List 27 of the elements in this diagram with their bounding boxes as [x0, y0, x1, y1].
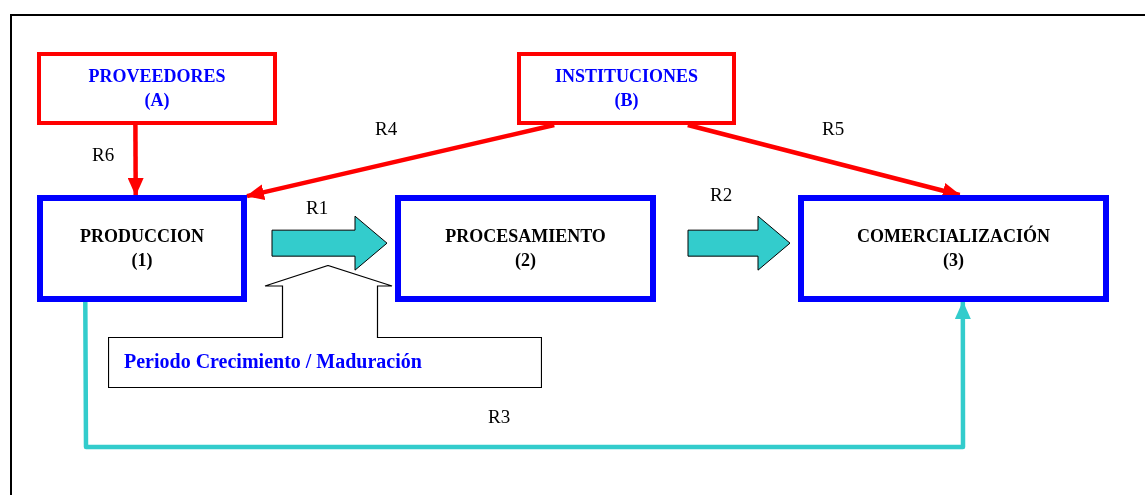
- edge-label: R3: [488, 406, 511, 428]
- edge-label: R6: [92, 144, 115, 166]
- node-label: PROVEEDORES: [88, 65, 226, 89]
- edge-label: R1: [306, 197, 329, 219]
- node-label: PROCESAMIENTO: [445, 225, 606, 249]
- process-box: [798, 195, 1109, 302]
- node-label: (A): [144, 88, 170, 112]
- institution-box: [517, 52, 736, 125]
- node-label: (B): [614, 88, 639, 112]
- supplier-box: [37, 52, 277, 125]
- arrow: [246, 122, 555, 201]
- node-label: (2): [515, 248, 536, 272]
- process-box: [37, 195, 247, 302]
- node-label: (3): [943, 248, 964, 272]
- edge-label: R5: [822, 118, 845, 140]
- arrow: [83, 301, 971, 450]
- node-label: (1): [131, 248, 153, 272]
- edge-label: R2: [710, 184, 733, 206]
- edge-label: R4: [375, 118, 398, 140]
- process-box: [395, 195, 656, 302]
- block-arrow: [687, 215, 791, 271]
- node-label: PRODUCCION: [80, 225, 204, 249]
- arrow: [127, 125, 144, 196]
- node-label: COMERCIALIZACIÓN: [857, 225, 1050, 249]
- node-label: Periodo Crecimiento / Maduración: [124, 349, 422, 374]
- node-label: INSTITUCIONES: [554, 65, 699, 89]
- block-arrow: [271, 215, 388, 271]
